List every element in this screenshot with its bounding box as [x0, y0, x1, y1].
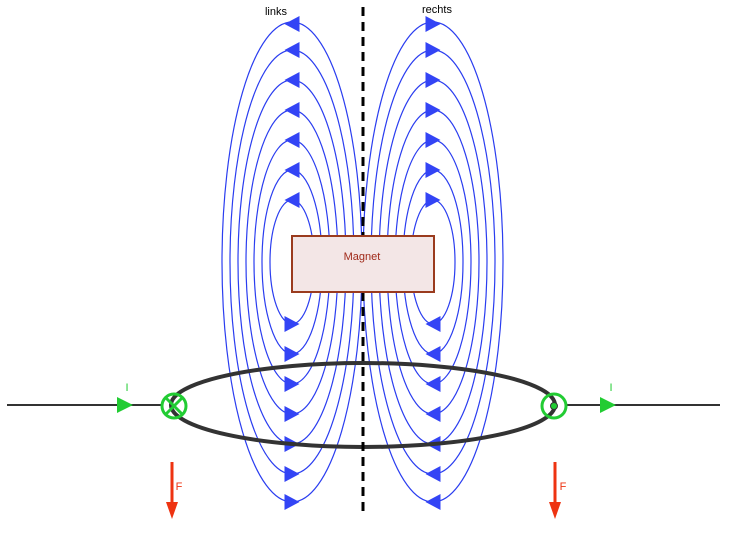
field-arrow-top-icon — [425, 102, 441, 118]
field-arrow-bottom-icon — [425, 406, 441, 422]
field-arrow-top-icon — [425, 162, 441, 178]
force-label-right: F — [560, 481, 567, 493]
field-arrow-top-icon — [425, 16, 441, 32]
field-arrow-bottom-icon — [425, 376, 441, 392]
force-arrow-left-icon — [166, 462, 178, 519]
current-arrow-left-icon — [117, 397, 133, 413]
field-arrow-bottom-icon — [284, 406, 300, 422]
field-arrow-top-icon — [284, 192, 300, 208]
field-arrow-bottom-icon — [284, 346, 300, 362]
field-arrow-bottom-icon — [425, 316, 441, 332]
field-arrow-top-icon — [425, 42, 441, 58]
field-arrow-top-icon — [284, 72, 300, 88]
field-arrow-bottom-icon — [425, 346, 441, 362]
magnet-label: Magnet — [344, 251, 381, 263]
magnet — [291, 235, 435, 293]
force-label-left: F — [176, 481, 183, 493]
field-arrow-bottom-icon — [284, 316, 300, 332]
field-lines-left — [221, 16, 363, 510]
field-arrow-bottom-icon — [425, 466, 441, 482]
label-links: links — [265, 6, 288, 18]
field-arrow-top-icon — [425, 132, 441, 148]
current-arrow-right-icon — [600, 397, 616, 413]
current-into-page-icon — [160, 392, 188, 420]
field-arrow-top-icon — [425, 192, 441, 208]
field-arrow-top-icon — [284, 16, 300, 32]
field-arrow-top-icon — [284, 102, 300, 118]
field-arrow-bottom-icon — [425, 494, 441, 510]
field-arrow-top-icon — [284, 42, 300, 58]
field-arrow-bottom-icon — [284, 466, 300, 482]
field-arrow-bottom-icon — [284, 494, 300, 510]
field-arrow-top-icon — [284, 162, 300, 178]
current-label-left: I — [125, 382, 128, 394]
label-rechts: rechts — [422, 4, 452, 16]
current-label-right: I — [609, 382, 612, 394]
field-arrow-bottom-icon — [284, 376, 300, 392]
field-arrow-top-icon — [284, 132, 300, 148]
current-out-of-page-icon — [540, 392, 568, 420]
force-arrow-right-icon — [549, 462, 561, 519]
field-arrow-top-icon — [425, 72, 441, 88]
